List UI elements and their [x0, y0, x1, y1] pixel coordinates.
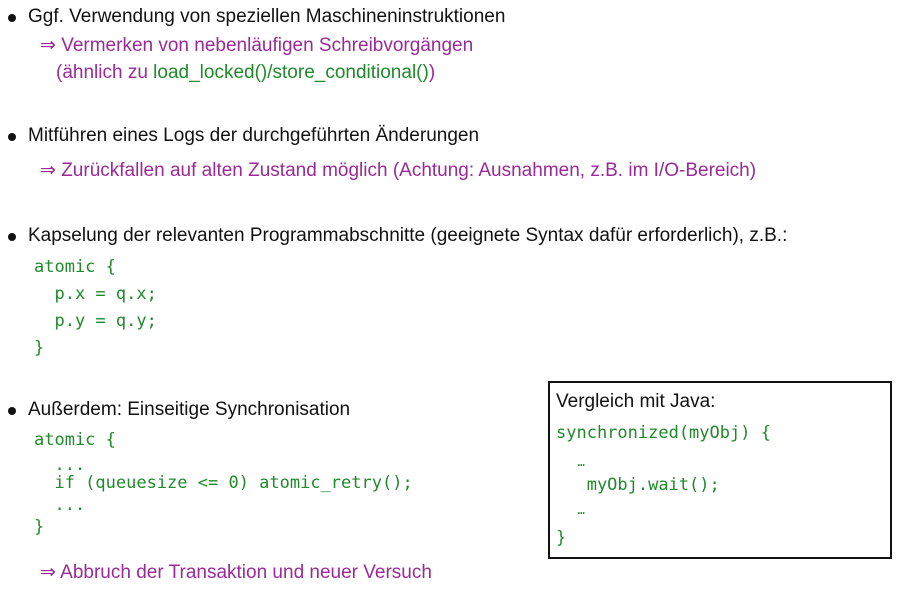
- bullet-text: Kapselung der relevanten Programmabschni…: [28, 225, 788, 246]
- consequence-text: ⇒ Vermerken von nebenläufigen Schreibvor…: [40, 35, 474, 56]
- bullet-text: Außerdem: Einseitige Synchronisation: [28, 399, 351, 420]
- code-line: }: [34, 338, 45, 358]
- code-line: p.y = q.y;: [34, 311, 157, 331]
- code-line: myObj.wait();: [556, 475, 720, 495]
- code-line: …: [556, 455, 585, 469]
- consequence-text: ⇒ Zurückfallen auf alten Zustand möglich…: [40, 160, 757, 181]
- code-line: …: [556, 503, 585, 517]
- box-title: Vergleich mit Java:: [556, 391, 716, 412]
- code-line: synchronized(myObj) {: [556, 423, 771, 443]
- note-prefix: (ähnlich zu: [56, 62, 154, 83]
- java-comparison-box: Vergleich mit Java: synchronized(myObj) …: [548, 381, 892, 559]
- code-line: if (queuesize <= 0) atomic_retry();: [34, 473, 413, 493]
- code-line: ...: [34, 495, 86, 515]
- bullet-text: Mitführen eines Logs der durchgeführten …: [28, 125, 480, 146]
- code-line: }: [34, 517, 45, 537]
- code-line: p.x = q.x;: [34, 284, 157, 304]
- code-line: ...: [34, 455, 86, 475]
- code-line: atomic {: [34, 257, 116, 277]
- consequence-text: ⇒ Abbruch der Transaktion und neuer Vers…: [40, 562, 432, 583]
- code-line: }: [556, 528, 567, 548]
- note-suffix: ): [428, 62, 436, 83]
- note-code: load_locked()/store_conditional(): [153, 62, 429, 83]
- note-text: (ähnlich zu load_locked()/store_conditio…: [56, 62, 435, 84]
- code-line: atomic {: [34, 430, 116, 450]
- bullet-text: Ggf. Verwendung von speziellen Maschinen…: [28, 6, 506, 27]
- bullet: [8, 133, 16, 141]
- bullet: [8, 407, 16, 415]
- bullet: [8, 233, 16, 241]
- bullet: [8, 14, 16, 22]
